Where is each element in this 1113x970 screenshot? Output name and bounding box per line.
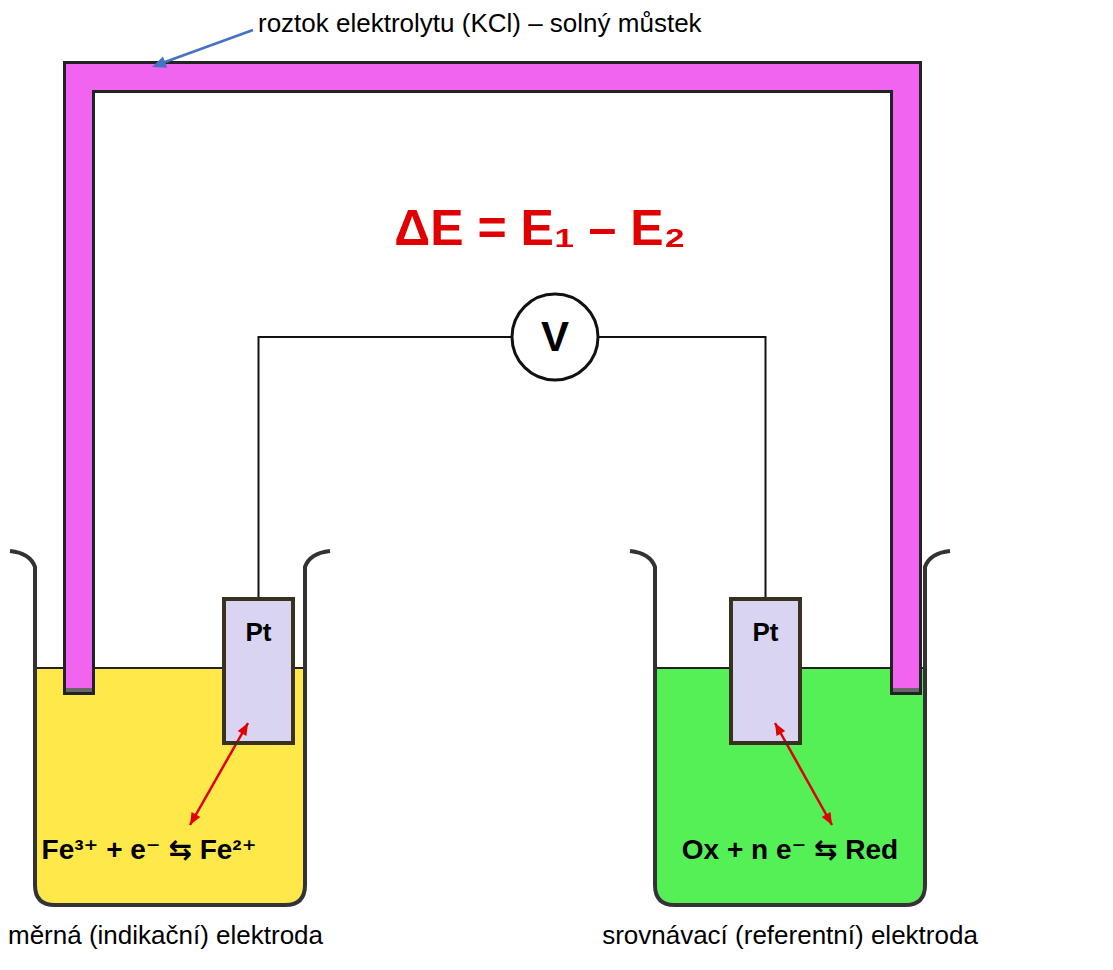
salt-bridge-end — [66, 651, 92, 692]
half-reaction: Fe³⁺ + e⁻ ⇆ Fe²⁺ — [42, 833, 257, 867]
voltmeter-outline — [512, 294, 598, 380]
electrode: Pt — [222, 597, 295, 745]
salt-bridge-frit — [893, 688, 919, 692]
electrode-fill — [222, 597, 295, 745]
leader-line — [165, 30, 253, 62]
leader-arrowhead — [152, 57, 167, 68]
beaker-outline — [10, 551, 330, 905]
salt-bridge-end — [893, 651, 919, 692]
beaker-outline — [630, 551, 950, 905]
electrode-label: Pt — [246, 617, 272, 648]
wire — [259, 337, 513, 597]
arrowhead — [238, 723, 248, 736]
exchange-arrow — [775, 723, 832, 825]
voltmeter: V — [510, 292, 600, 382]
electrode-label: Pt — [753, 617, 779, 648]
arrowhead — [822, 812, 832, 825]
meter-symbol: V — [541, 312, 569, 362]
beaker: Fe³⁺ + e⁻ ⇆ Fe²⁺ Pt — [10, 545, 330, 910]
beaker: Ox + n e⁻ ⇆ Red Pt — [630, 545, 950, 910]
potential-formula: ΔE = E₁ – E₂ — [394, 198, 685, 258]
arrowhead — [190, 812, 200, 825]
wire — [598, 337, 766, 597]
electrode-fill — [729, 597, 802, 745]
arrowhead — [775, 723, 785, 736]
salt-bridge-frit — [66, 688, 92, 692]
bridge-label: roztok elektrolytu (KCl) – solný můstek — [258, 8, 702, 39]
half-reaction: Ox + n e⁻ ⇆ Red — [682, 833, 898, 867]
electrode-caption: měrná (indikační) elektroda — [8, 920, 323, 951]
exchange-arrow — [190, 723, 248, 825]
electrode-caption: srovnávací (referentní) elektroda — [602, 920, 978, 951]
electrode: Pt — [729, 597, 802, 745]
